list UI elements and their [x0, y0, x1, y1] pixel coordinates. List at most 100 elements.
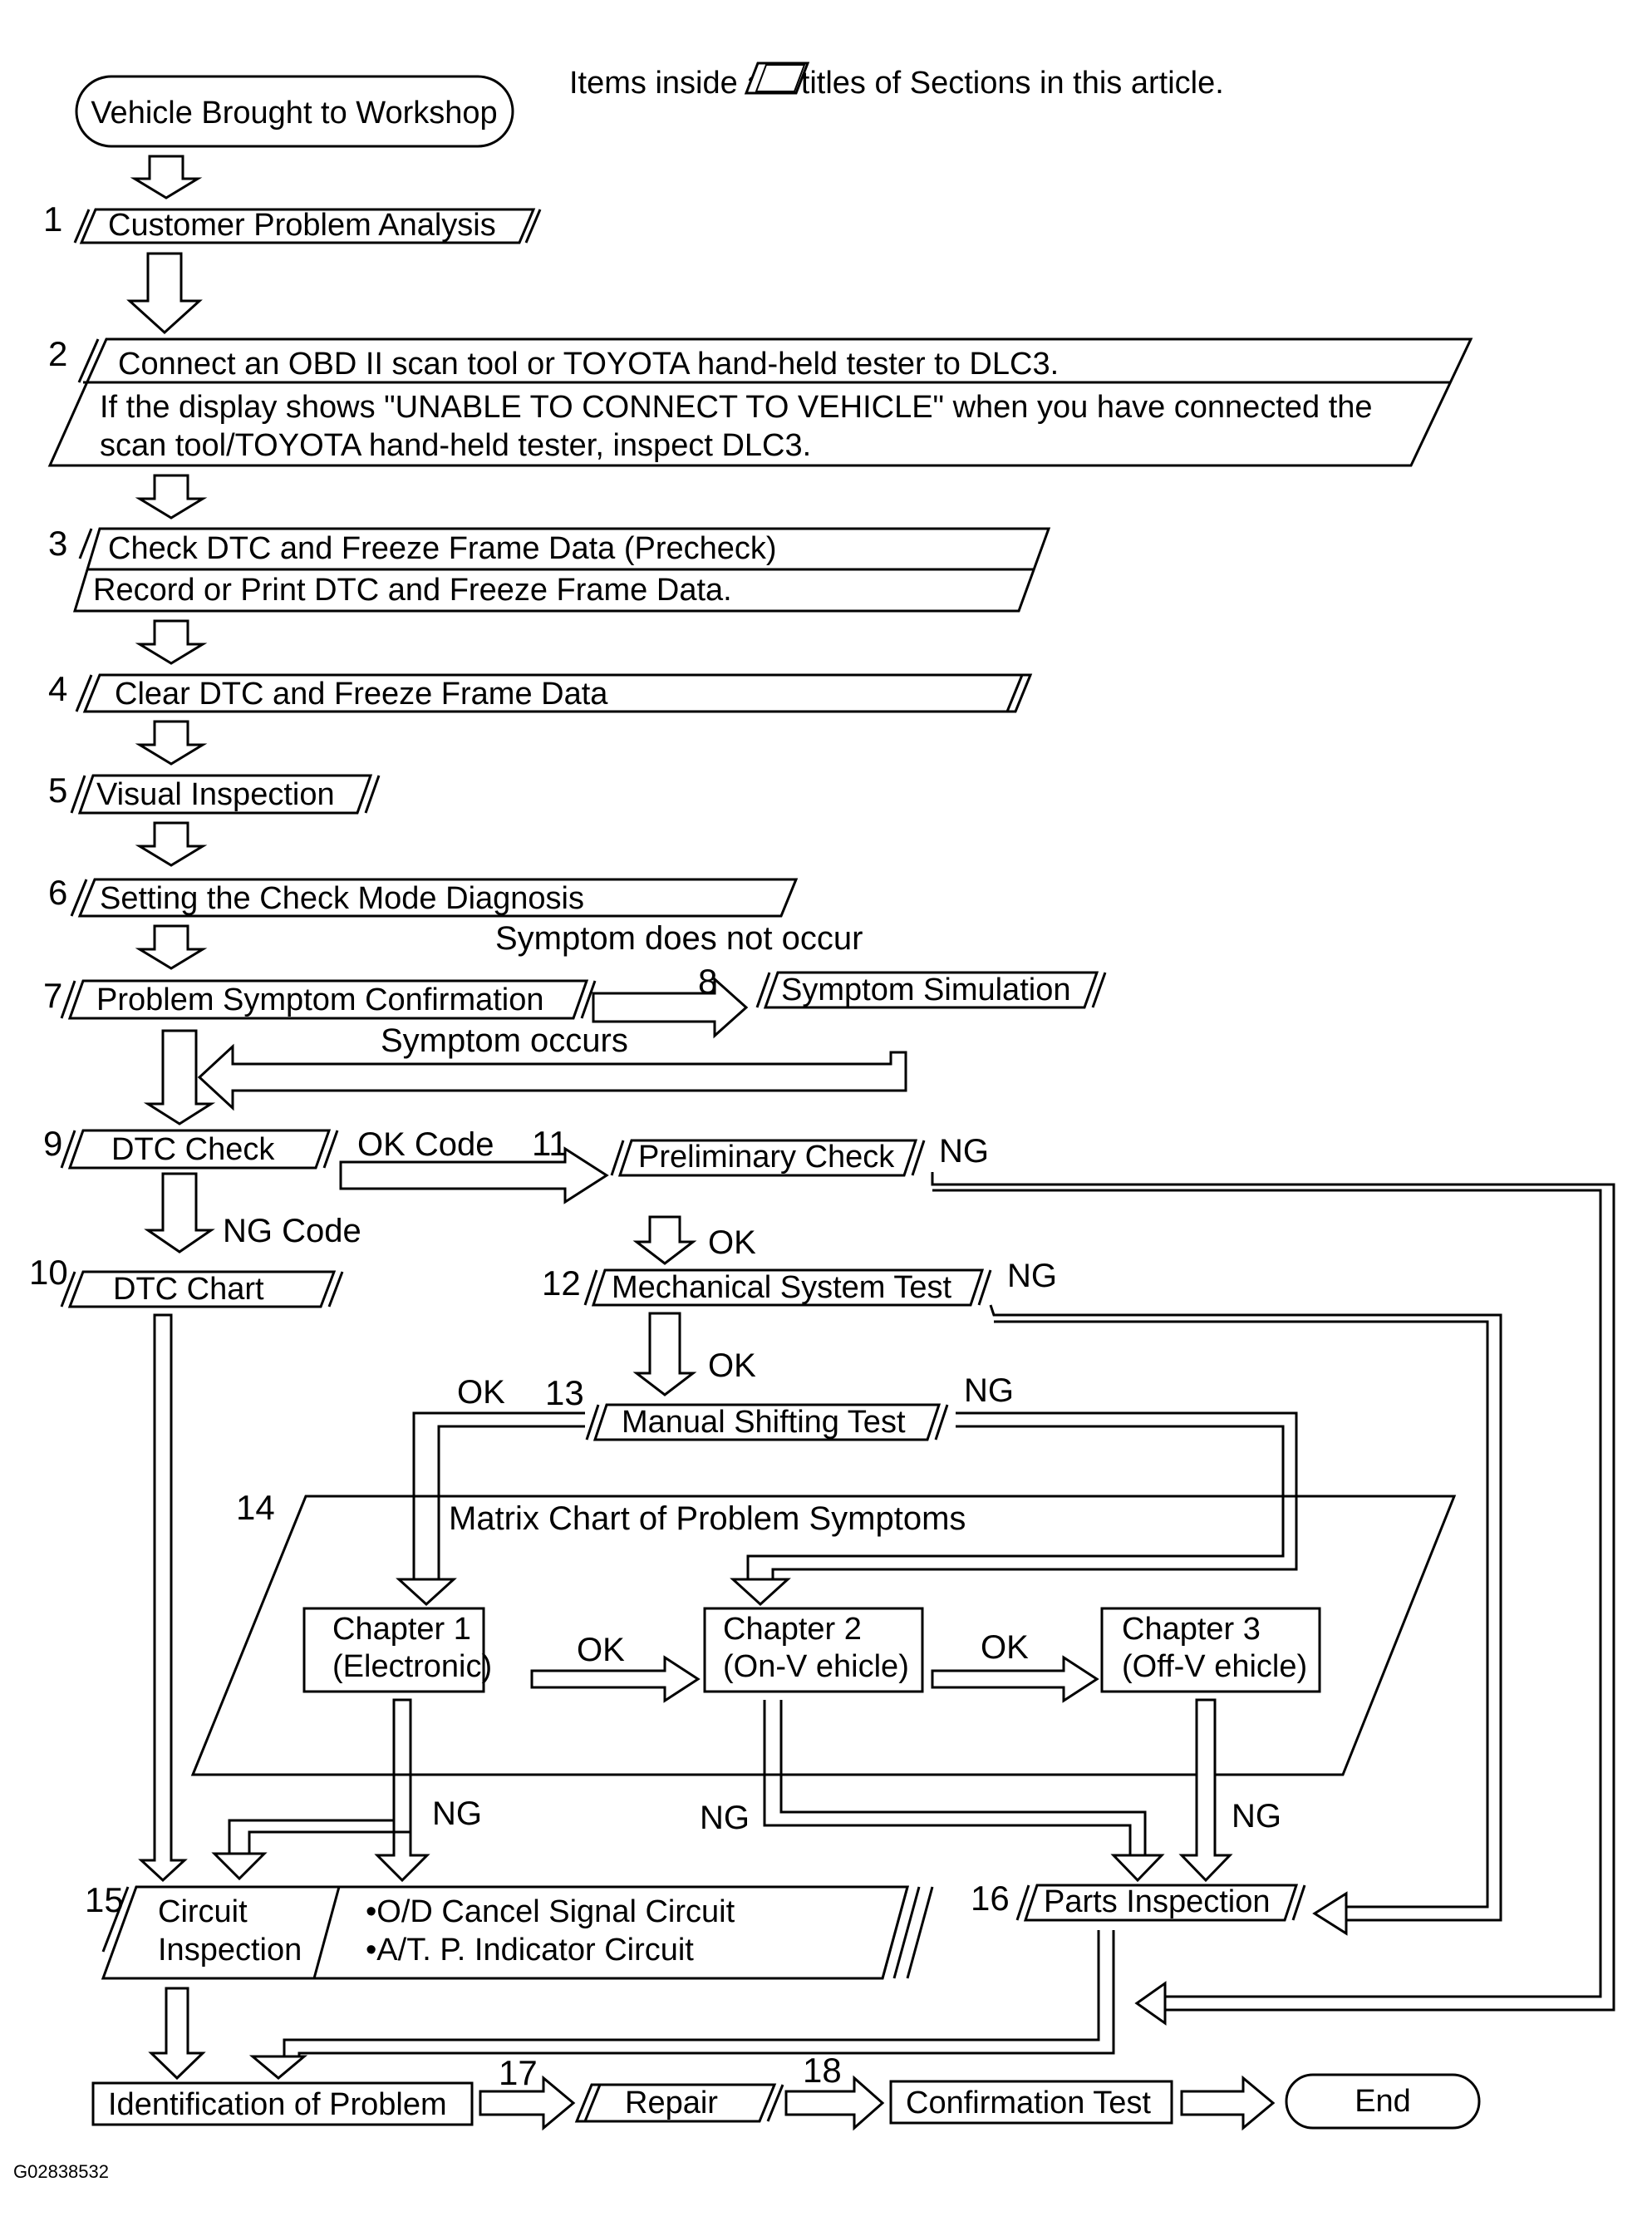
step-7-number: 7 [43, 976, 62, 1015]
identification-box [91, 2081, 474, 2126]
step-17-box [574, 2083, 777, 2123]
arrow-4-to-5 [135, 720, 208, 766]
ch1-ok-label: OK [577, 1632, 625, 1668]
step-11-title: Preliminary Check [638, 1140, 895, 1175]
flow-13-ng-line-inner [746, 1425, 1285, 1579]
step-5-double-line [70, 775, 86, 814]
arrow-2-to-3 [135, 474, 208, 520]
arrow-ch2-to-ch3 [931, 1655, 1099, 1703]
step-1-double-line [73, 209, 91, 244]
step-12-double-line-right [977, 1269, 992, 1306]
start-terminal [75, 75, 514, 148]
step-11-ng-label: NG [939, 1133, 989, 1170]
arrow-7-to-8 [592, 976, 749, 1039]
step-12-title: Mechanical System Test [612, 1270, 951, 1305]
step-17-double-line-right [766, 2084, 784, 2122]
step-11-number: 11 [532, 1124, 568, 1163]
step-1-number: 1 [43, 199, 62, 239]
step-18-title: Confirmation Test [906, 2086, 1151, 2120]
step-8-double-line [755, 972, 771, 1008]
step-13-ok-label: OK [457, 1374, 505, 1411]
step-18-number: 18 [803, 2051, 842, 2090]
arrow-12-to-13 [632, 1312, 697, 1396]
flow-12-ng-line [989, 1304, 1502, 1922]
step-14-number: 14 [236, 1488, 275, 1527]
arrow-12-ng-head [1312, 1891, 1348, 1936]
step-11-double-line-right [911, 1140, 926, 1176]
step-18-box [889, 2080, 1173, 2125]
step-3-subtitle: Record or Print DTC and Freeze Frame Dat… [93, 573, 732, 608]
step-7-double-line-right [580, 980, 597, 1019]
step-8-number: 8 [698, 962, 717, 1001]
arrow-9-to-11 [339, 1146, 609, 1204]
step-13-double-line [585, 1404, 600, 1441]
chapter-1-box [302, 1607, 485, 1693]
chapter-2-box [703, 1607, 924, 1693]
step-6-box [77, 878, 799, 918]
step-15-circuit-item1: •O/D Cancel Signal Circuit [366, 1894, 735, 1929]
arrow-10-to-15 [138, 1313, 188, 1883]
step-9-title: DTC Check [111, 1132, 275, 1167]
step-6-double-line [70, 879, 88, 917]
legend-note: Items inside are titles of Sections in t… [569, 66, 1224, 101]
flow-ch1-ng-line [228, 1700, 396, 1854]
step-6-title: Setting the Check Mode Diagnosis [100, 881, 584, 916]
step-12-double-line [583, 1269, 598, 1306]
arrow-start-to-1 [130, 155, 203, 199]
step-7-box [67, 979, 589, 1020]
step-9-box [67, 1129, 332, 1170]
arrow-ch2-ng-head [1110, 1854, 1165, 1883]
arrow-9-to-10 [144, 1172, 215, 1253]
symptom-not-occur-label: Symptom does not occur [495, 920, 863, 957]
flow-ch2-ng-line-inner [779, 1700, 1147, 1855]
step-10-box [67, 1270, 337, 1308]
flow-13-ok-line [412, 1411, 585, 1579]
chapter-3-line2: (Off-V ehicle) [1122, 1649, 1307, 1684]
arrow-11-ng-head [1134, 1981, 1167, 2026]
step-8-box [763, 971, 1099, 1009]
chapter-3-box [1100, 1607, 1321, 1693]
step-5-box [77, 774, 373, 815]
step-15-double-line-right [892, 1886, 921, 1979]
ch2-ok-label: OK [981, 1629, 1029, 1666]
step-5-double-line-right [364, 775, 381, 814]
ng-code-label: NG Code [223, 1213, 361, 1249]
flow-12-ng-line-inner [994, 1320, 1489, 1908]
legend-parallelogram-icon-inner [755, 64, 806, 92]
step-16-double-line [1015, 1884, 1030, 1921]
step-15-double-line [101, 1886, 130, 1953]
step-11-ok-label: OK [708, 1224, 756, 1261]
flow-11-ng-line [931, 1172, 1615, 2012]
chapter-3-line1: Chapter 3 [1122, 1612, 1261, 1647]
arrow-15-to-id [148, 1987, 206, 2081]
arrow-ch1-ng-to-circuits [374, 1698, 430, 1883]
flow-ch1-ng-line-inner [248, 1700, 412, 1854]
arrow-13-ok-head [396, 1578, 457, 1607]
step-8-title: Symptom Simulation [781, 973, 1070, 1007]
step-17-title: Repair [625, 2086, 718, 2120]
arrow-18-to-end [1180, 2075, 1276, 2131]
step-12-ng-label: NG [1007, 1258, 1057, 1294]
chapter-1-line2: (Electronic) [332, 1649, 492, 1684]
start-label: Vehicle Brought to Workshop [91, 96, 497, 131]
identification-title: Identification of Problem [108, 2087, 447, 2122]
arrow-16-to-id-head [248, 2055, 308, 2080]
step-7-double-line [60, 980, 76, 1019]
ch2-ng-label: NG [700, 1800, 750, 1836]
flow-13-ng-line [771, 1411, 1298, 1579]
flow-16-to-id-line-inner [297, 1930, 1115, 2056]
legend-parallelogram-icon [744, 62, 810, 95]
step-4-title: Clear DTC and Freeze Frame Data [115, 677, 608, 712]
step-3-number: 3 [48, 524, 67, 563]
step-13-ng-label: NG [964, 1372, 1014, 1409]
step-9-number: 9 [43, 1124, 62, 1163]
step-15-circuits-box [312, 1885, 909, 1980]
figure-id: G02838532 [13, 2161, 109, 2182]
symptom-occurs-label: Symptom occurs [381, 1022, 628, 1059]
ok-code-label: OK Code [357, 1126, 494, 1163]
arrow-13-ng-head [730, 1578, 791, 1607]
flow-16-to-id-line [283, 1930, 1100, 2056]
arrow-6-to-7 [135, 924, 208, 970]
step-17-number: 17 [499, 2053, 538, 2092]
step-16-double-line-right [1291, 1884, 1306, 1921]
